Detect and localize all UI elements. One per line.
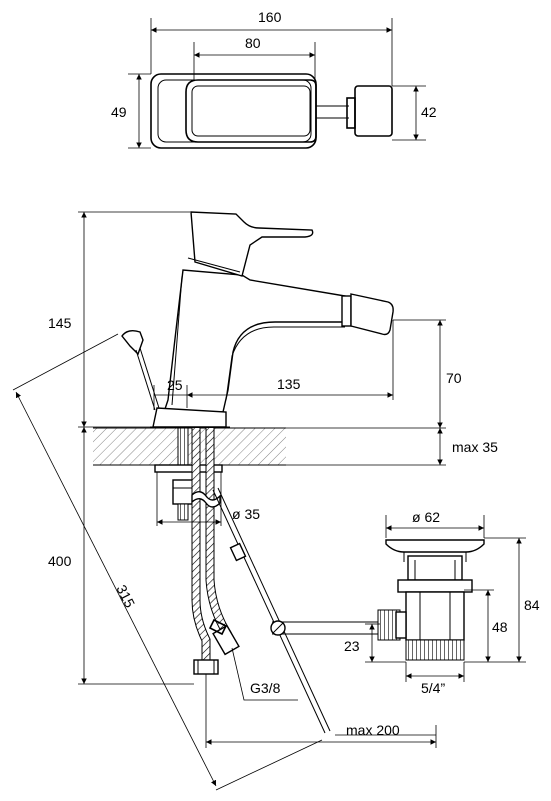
faucet-base-flange bbox=[152, 407, 227, 428]
top-view-nozzle-collar bbox=[346, 97, 356, 129]
drain-nut bbox=[397, 579, 473, 593]
dim-dia-62: ø 62 bbox=[412, 509, 440, 525]
top-view-lever bbox=[185, 79, 317, 143]
dim-max-200: max 200 bbox=[346, 722, 400, 738]
popup-rod-knob bbox=[121, 329, 144, 356]
dim-315: 315 bbox=[113, 582, 138, 610]
dim-145: 145 bbox=[48, 315, 72, 331]
drain-thread bbox=[405, 639, 465, 661]
dim-25: 25 bbox=[167, 377, 183, 393]
top-view-body-inner bbox=[157, 79, 312, 143]
dim-g38: G3/8 bbox=[250, 680, 281, 696]
drain-body-upper bbox=[407, 555, 463, 581]
drain-assembly: ø 62 84 48 23 5/4” bbox=[344, 509, 540, 696]
dim-49: 49 bbox=[111, 104, 127, 120]
dim-160: 160 bbox=[258, 9, 282, 25]
dim-23: 23 bbox=[344, 638, 360, 654]
dim-80: 80 bbox=[245, 35, 261, 51]
dim-thread-54: 5/4” bbox=[421, 680, 445, 696]
drain-cap bbox=[385, 539, 485, 553]
dim-42: 42 bbox=[421, 104, 437, 120]
faucet-nozzle-collar bbox=[341, 295, 352, 327]
mounting-nut bbox=[172, 479, 194, 505]
side-view: 145 400 70 max 35 25 135 ø 35 315 G3/8 m… bbox=[12, 211, 498, 791]
dim-84: 84 bbox=[524, 597, 540, 613]
top-view-nozzle bbox=[354, 85, 393, 137]
top-view-body-outer bbox=[150, 73, 317, 149]
dim-400: 400 bbox=[48, 553, 72, 569]
dim-135: 135 bbox=[277, 376, 301, 392]
faucet-nozzle bbox=[350, 293, 394, 336]
faucet-lever bbox=[190, 211, 314, 277]
dim-48: 48 bbox=[492, 619, 508, 635]
dim-70: 70 bbox=[446, 370, 462, 386]
dim-max-35: max 35 bbox=[452, 439, 498, 455]
hose-fitting-right bbox=[212, 624, 240, 656]
mounting-stud bbox=[177, 427, 189, 471]
faucet-body bbox=[163, 269, 346, 413]
top-view: 160 80 49 42 bbox=[111, 9, 437, 149]
drain-body-lower bbox=[405, 591, 465, 641]
top-view-lever-inner bbox=[191, 85, 311, 137]
popup-rod bbox=[212, 489, 326, 734]
dim-hole-35: ø 35 bbox=[232, 506, 260, 522]
countertop-section bbox=[93, 428, 286, 465]
